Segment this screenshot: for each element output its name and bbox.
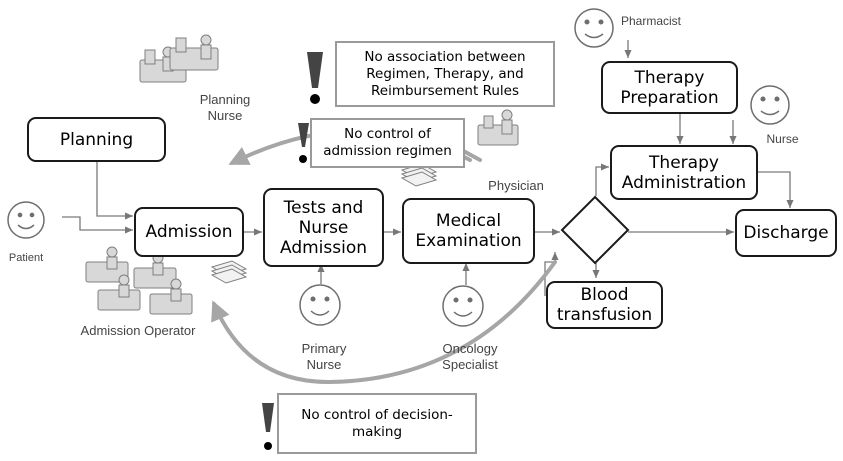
admission-documents-icon <box>210 260 248 284</box>
planning-nurse-label: Planning Nurse <box>199 92 251 123</box>
physician-label: Physician <box>488 178 544 193</box>
decision-feedback-arrow <box>211 260 557 385</box>
patient-to-admission-connector <box>62 216 133 234</box>
medical-examination-box: Medical Examination <box>402 198 535 264</box>
patient-label: Patient <box>8 252 44 264</box>
regimen-issue-note: No association between Regimen, Therapy,… <box>335 41 555 107</box>
primary-nurse-label: Primary Nurse <box>301 341 347 372</box>
nurse-smiley-face-icon <box>750 85 790 125</box>
blood-transfusion-box: Blood transfusion <box>546 281 663 329</box>
tests-box: Tests and Nurse Admission <box>263 188 384 267</box>
discharge-box: Discharge <box>735 209 837 257</box>
patient-smiley-face-icon <box>7 201 45 239</box>
planning-to-admission-connector <box>96 161 133 220</box>
therapy-preparation-box: Therapy Preparation <box>601 61 738 114</box>
pharmacist-smiley-face-icon <box>574 8 614 48</box>
decision-to-therapy-connector <box>595 163 609 196</box>
oncology-smiley-face-icon <box>442 285 484 327</box>
decision-diamond <box>560 195 630 265</box>
admission-box: Admission <box>134 207 244 257</box>
admission-operator-workstation-icon <box>85 246 193 315</box>
nurse-label: Nurse <box>766 132 799 146</box>
admission-regimen-issue-note: No control of admission regimen <box>310 118 465 168</box>
planning-box: Planning <box>27 117 166 162</box>
primary-nurse-smiley-face-icon <box>299 284 341 326</box>
regimen-warning-icon <box>307 52 323 104</box>
decision-warning-icon <box>262 403 274 450</box>
planning-nurse-workstation-icon <box>139 34 219 83</box>
decision-issue-note: No control of decision- making <box>277 393 477 454</box>
physician-workstation-icon <box>477 109 519 146</box>
therapy-administration-box: Therapy Administration <box>610 145 758 200</box>
blood-return-connector <box>544 252 559 296</box>
therapy-to-discharge-connector <box>758 171 794 208</box>
oncology-specialist-label: Oncology Specialist <box>442 341 498 372</box>
admission-warning-icon <box>298 123 309 163</box>
admission-operator-label: Admission Operator <box>80 323 196 338</box>
pharmacist-label: Pharmacist <box>620 14 682 28</box>
